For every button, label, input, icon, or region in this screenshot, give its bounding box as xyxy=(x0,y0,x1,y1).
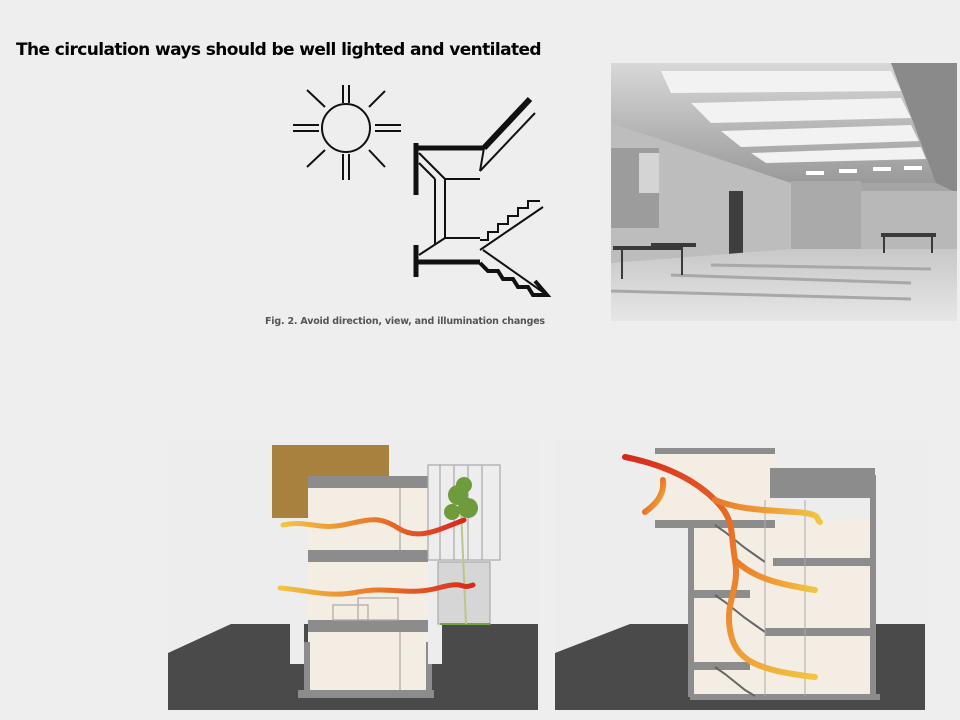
tree-icon xyxy=(444,477,478,520)
sun-icon xyxy=(293,85,401,180)
airflow-arrow xyxy=(622,454,823,680)
slide-title: The circulation ways should be well ligh… xyxy=(16,40,542,60)
section-cross-ventilation xyxy=(168,440,540,710)
stairwell-icon xyxy=(413,96,552,297)
figure-caption: Fig. 2. Avoid direction, view, and illum… xyxy=(265,316,545,327)
sun-stair-diagram xyxy=(293,85,552,297)
section-stack-ventilation xyxy=(555,440,927,710)
airflow-arrow xyxy=(277,517,476,597)
corridor-photo xyxy=(611,63,957,321)
